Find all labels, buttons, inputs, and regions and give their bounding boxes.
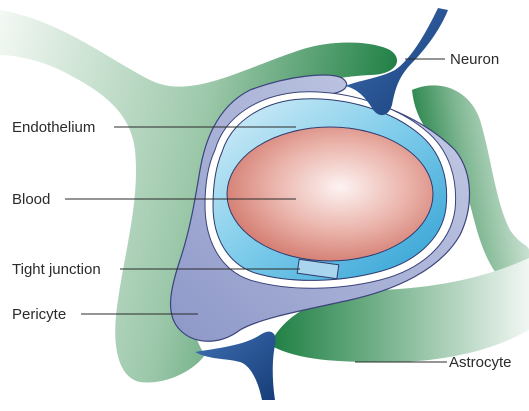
label-pericyte: Pericyte	[12, 306, 66, 323]
label-tight-junction: Tight junction	[12, 261, 101, 278]
label-blood: Blood	[12, 191, 50, 208]
blood-lumen	[227, 127, 433, 261]
label-endothelium: Endothelium	[12, 119, 95, 136]
label-astrocyte: Astrocyte	[449, 354, 512, 371]
label-neuron: Neuron	[450, 51, 499, 68]
neuron-process-bottom	[195, 332, 276, 400]
